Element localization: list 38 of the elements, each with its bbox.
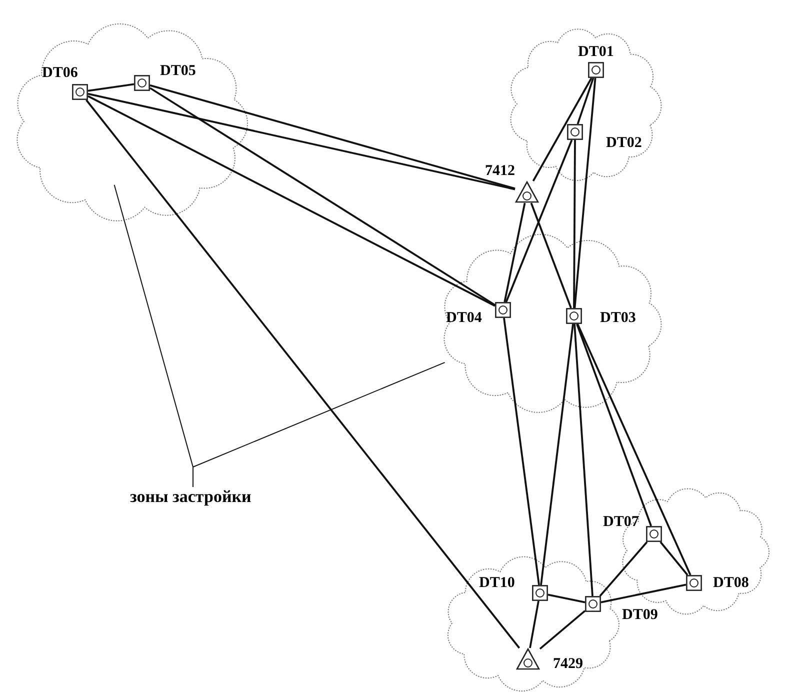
station-label: 7412 xyxy=(485,162,515,180)
link-line xyxy=(150,84,516,190)
link-line xyxy=(530,202,572,308)
link-line xyxy=(599,541,648,597)
station-label: DT03 xyxy=(600,310,636,326)
link-line xyxy=(600,584,686,604)
link-line xyxy=(88,83,134,92)
link-line xyxy=(150,87,496,306)
link-line xyxy=(88,92,516,190)
station-label: DT02 xyxy=(606,134,642,152)
link-line xyxy=(504,202,526,302)
station-label: DT06 xyxy=(42,64,78,82)
link-line xyxy=(573,140,576,308)
station-label: DT05 xyxy=(160,62,196,80)
link-line xyxy=(539,610,586,650)
link-line xyxy=(576,324,692,576)
link-line xyxy=(660,541,688,576)
link-line xyxy=(505,140,573,302)
station-label: DT10 xyxy=(479,574,515,592)
link-line xyxy=(576,78,594,124)
link-line xyxy=(532,78,592,182)
link-line xyxy=(529,600,540,648)
station-label: DT09 xyxy=(622,606,658,624)
link-line xyxy=(574,78,596,308)
link-line xyxy=(574,324,594,596)
link-line xyxy=(88,95,496,307)
link-line xyxy=(86,99,520,649)
leader-line xyxy=(192,362,446,488)
station-label: DT01 xyxy=(578,44,614,60)
link-line xyxy=(503,318,540,586)
link-line xyxy=(540,324,574,586)
link-line xyxy=(548,594,586,604)
station-label: DT07 xyxy=(603,514,639,530)
link-line xyxy=(576,324,652,526)
station-label: DT04 xyxy=(446,310,482,326)
zone-label: зоны застройки xyxy=(130,487,252,507)
station-label: 7429 xyxy=(553,656,583,672)
station-label: DT08 xyxy=(713,574,749,592)
